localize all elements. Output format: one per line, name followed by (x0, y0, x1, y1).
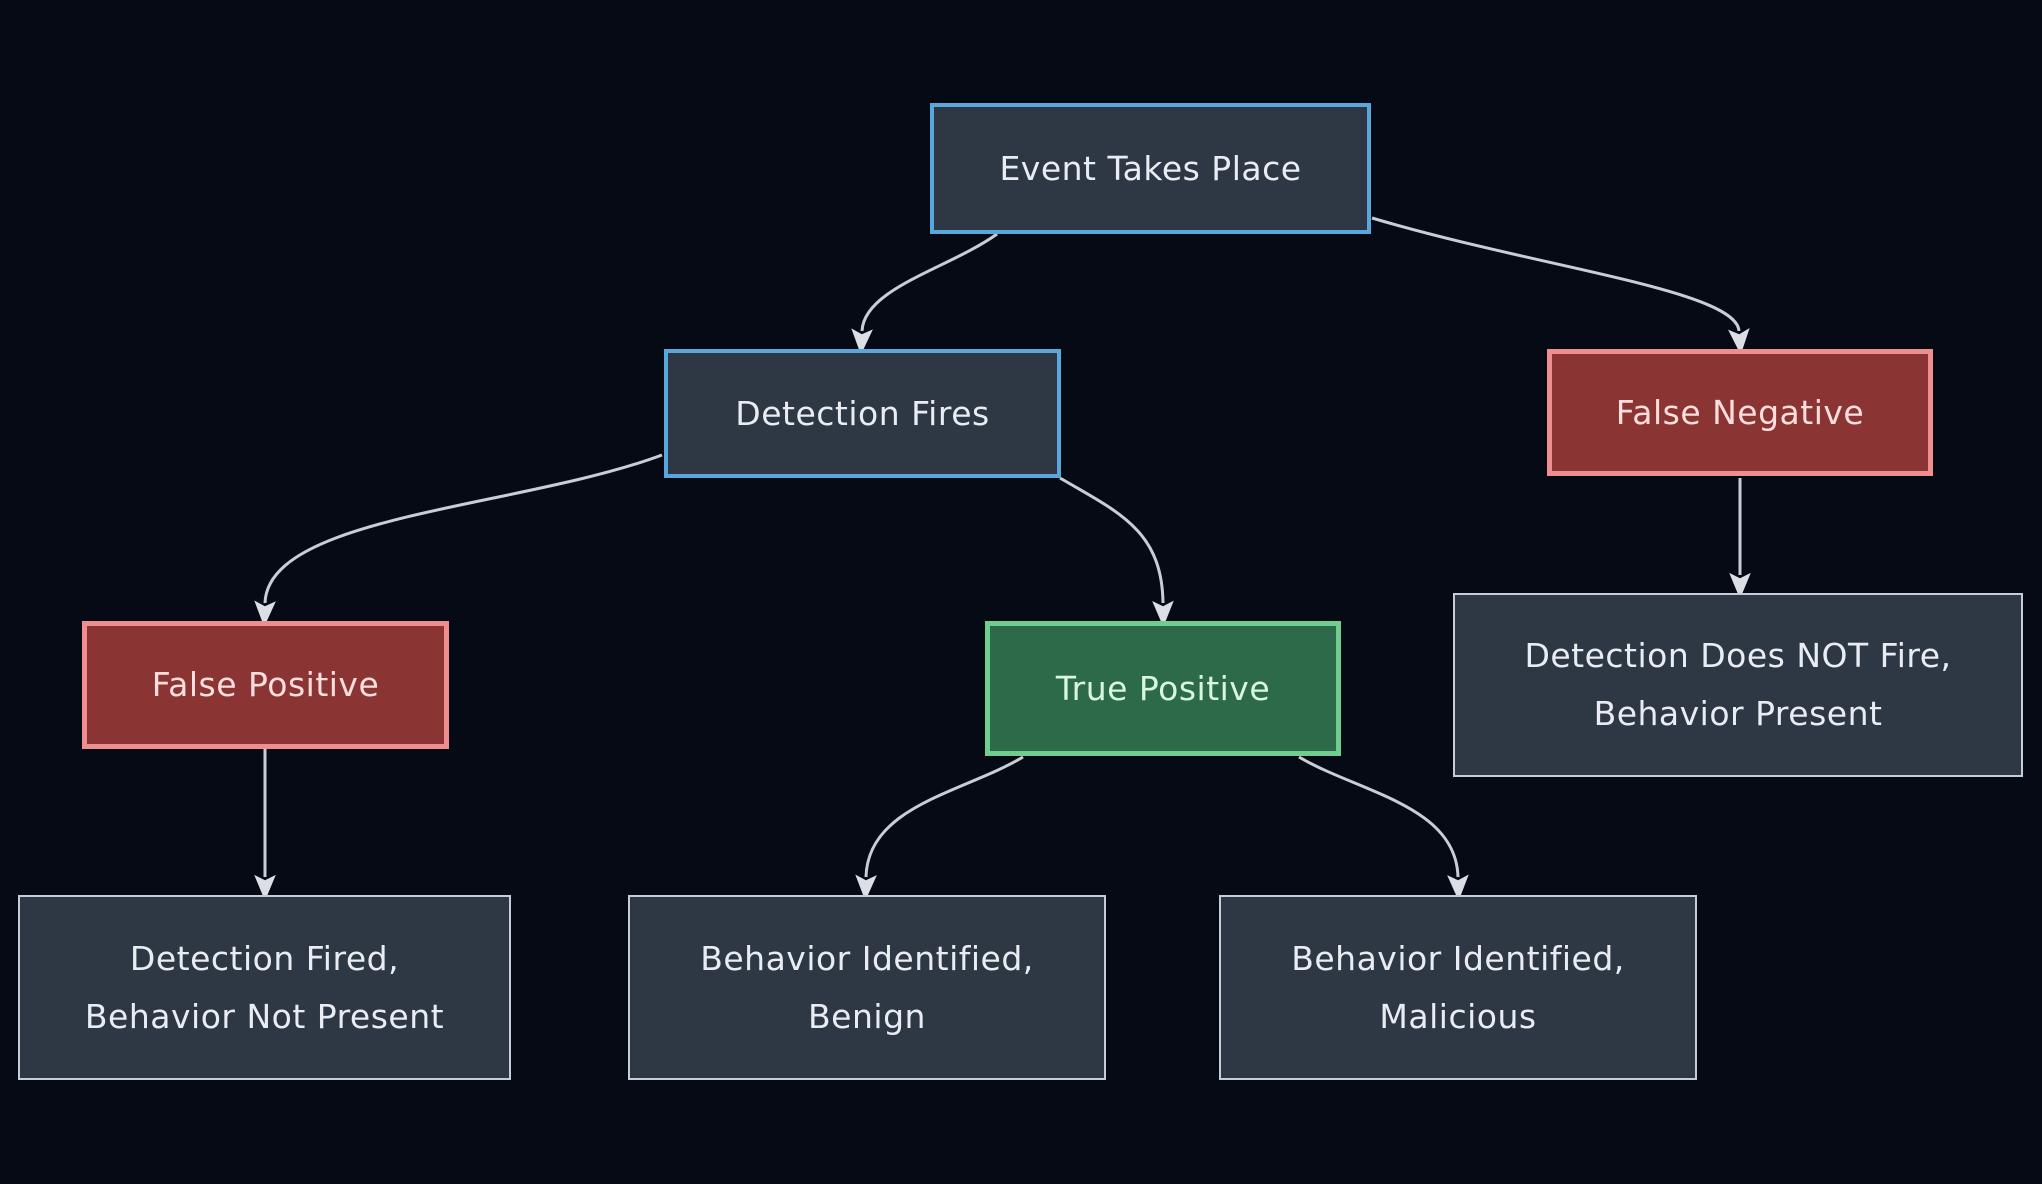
edge-detection-fires-to-true-positive (1059, 476, 1174, 627)
node-label-line2: Behavior Present (1593, 694, 1883, 733)
node-label-line1: Detection Does NOT Fire, (1524, 636, 1952, 675)
node-label-line1: Behavior Identified, (700, 938, 1034, 978)
edge-true-positive-to-malicious (1298, 755, 1469, 901)
node-behavior-identified-malicious: Behavior Identified, Malicious (1219, 895, 1697, 1080)
node-label: Detection Fires (735, 393, 990, 433)
node-label: False Negative (1615, 392, 1865, 432)
edge-event-to-false-negative (1371, 216, 1750, 355)
node-label-line1: Behavior Identified, (1291, 938, 1625, 978)
node-label: True Positive (1055, 668, 1271, 708)
node-detection-fires: Detection Fires (664, 349, 1061, 478)
node-detection-fired-behavior-not-present: Detection Fired, Behavior Not Present (18, 895, 511, 1080)
edge-detection-fires-to-false-positive (254, 453, 663, 627)
node-detection-does-not-fire-behavior-present: Detection Does NOT Fire, Behavior Presen… (1453, 593, 2023, 777)
node-true-positive: True Positive (985, 621, 1341, 756)
node-event-takes-place: Event Takes Place (930, 103, 1371, 234)
node-label: False Positive (151, 665, 380, 704)
node-label: Event Takes Place (999, 148, 1302, 188)
edge-true-positive-to-benign (855, 755, 1024, 901)
node-label-line2: Behavior Not Present (84, 996, 445, 1036)
node-behavior-identified-benign: Behavior Identified, Benign (628, 895, 1106, 1080)
node-label-line2: Malicious (1379, 996, 1537, 1036)
node-label-line2: Benign (808, 996, 926, 1036)
edge-event-to-detection-fires (851, 232, 998, 355)
node-false-negative: False Negative (1547, 349, 1933, 476)
node-false-positive: False Positive (82, 621, 449, 749)
node-label-line1: Detection Fired, (129, 938, 400, 978)
